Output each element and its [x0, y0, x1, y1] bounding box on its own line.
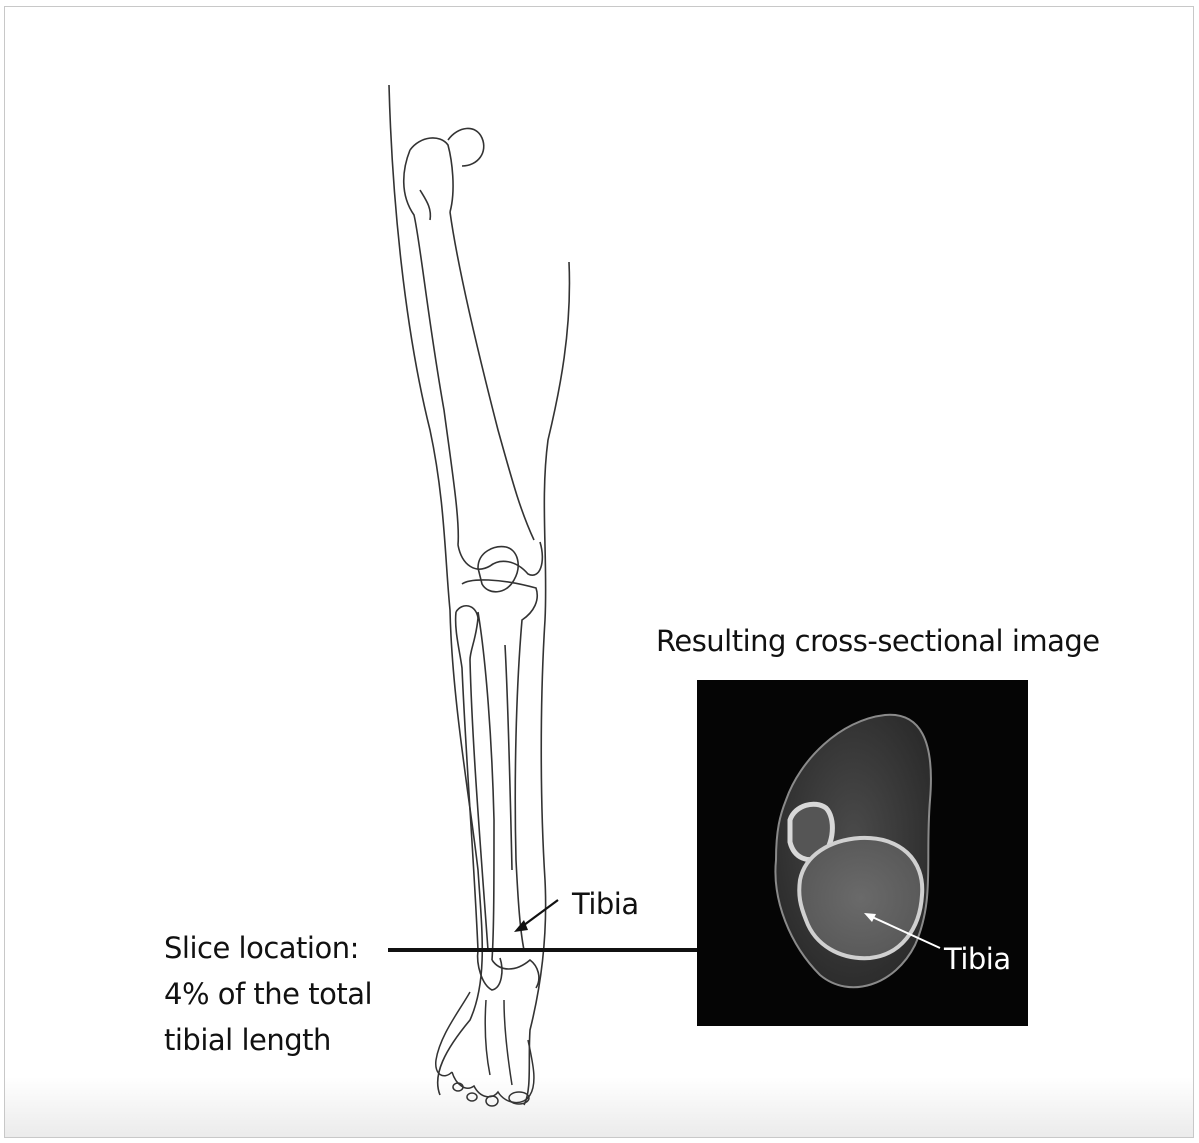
femur: [404, 128, 543, 575]
result-title: Resulting cross-sectional image: [656, 624, 1100, 658]
slice-location-line2: 4% of the total: [164, 977, 372, 1011]
fibula-bone: [456, 606, 502, 990]
tibia-label-ct: Tibia: [944, 942, 1011, 976]
tibia-label-leg: Tibia: [572, 887, 639, 921]
slice-location-line3: tibial length: [164, 1023, 331, 1057]
slice-location-line1: Slice location:: [164, 931, 359, 965]
leg-tibia-arrow: [514, 900, 558, 932]
foot: [436, 992, 534, 1106]
